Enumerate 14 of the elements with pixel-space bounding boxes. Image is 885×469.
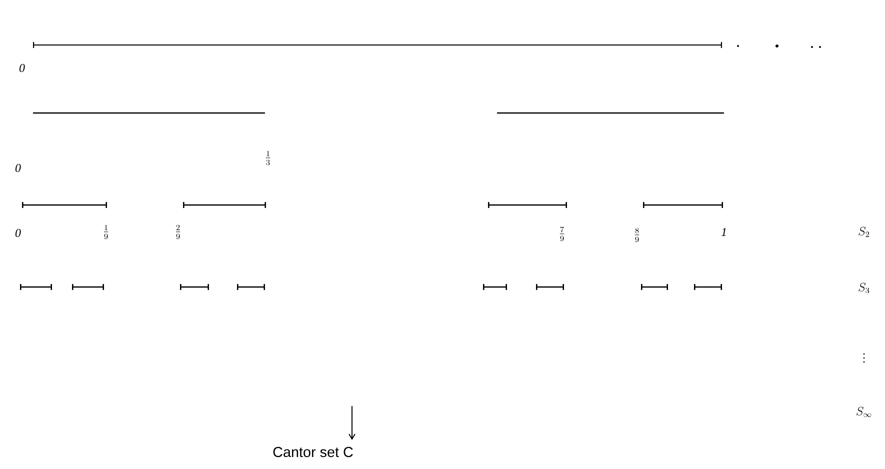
axis-label: $\frac{2}{9}$ (176, 224, 180, 240)
axis-label: $S_\infty$ (856, 406, 872, 418)
axis-label: $\frac{1}{9}$ (104, 224, 108, 240)
axis-label: $\frac{8}{9}$ (634, 228, 640, 242)
axis-label: 0 (15, 164, 21, 172)
axis-label: $\frac{7}{9}$ (560, 226, 564, 242)
axis-label: $\frac{1}{3}$ (266, 150, 270, 166)
axis-label: 0 (15, 228, 21, 238)
axis-label: $\vdots$ (863, 353, 865, 363)
axis-label: $S_3$ (858, 282, 870, 294)
caption: Cantor set C (273, 446, 353, 458)
axis-label: 1 (721, 228, 726, 236)
axis-label: $S_2$ (858, 226, 870, 237)
axis-label: 0 (19, 64, 25, 72)
